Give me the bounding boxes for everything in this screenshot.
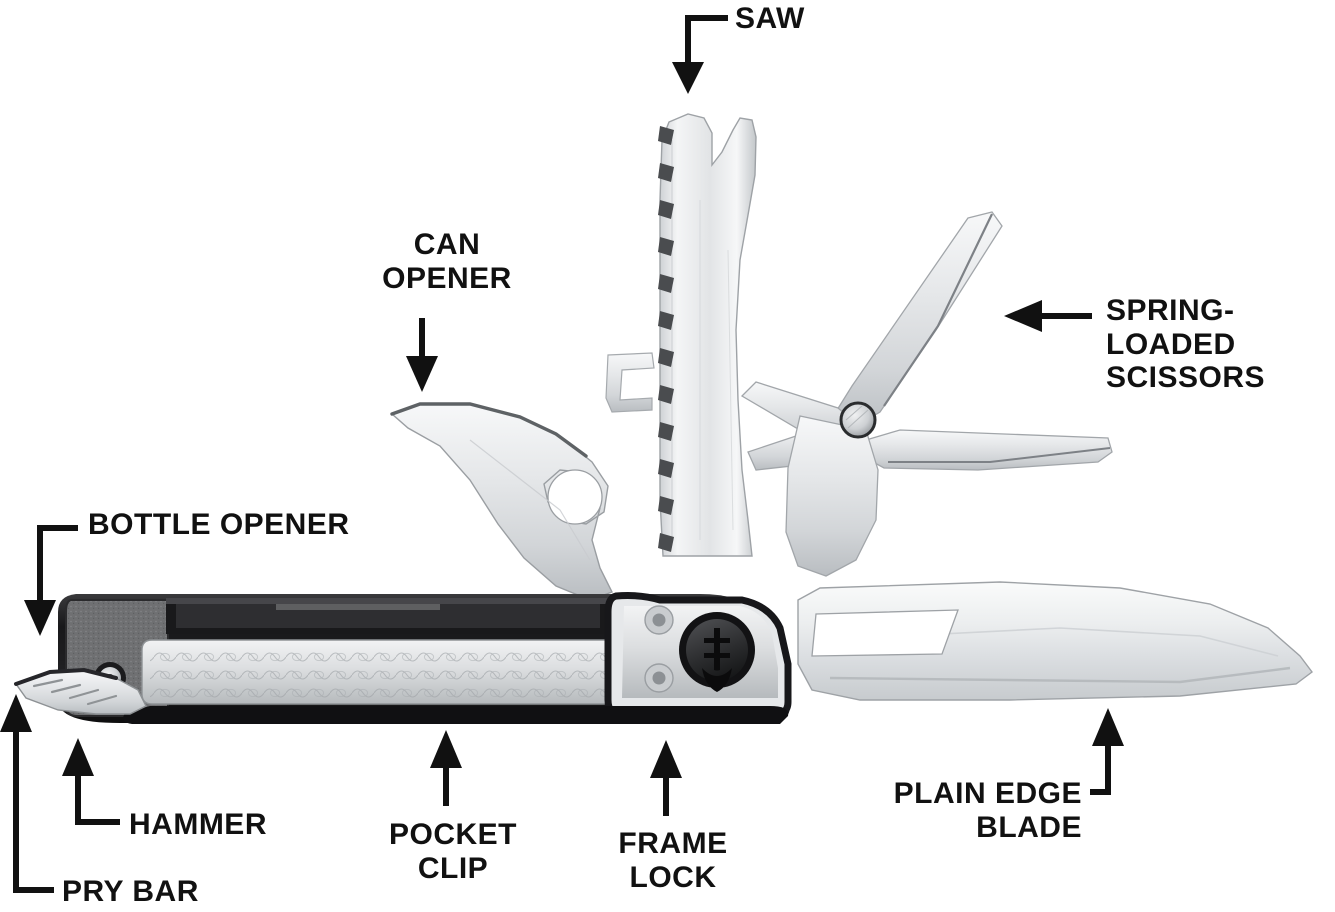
callout-label-pocket-clip: POCKET CLIP: [388, 818, 517, 885]
callout-label-bottle-opener: BOTTLE OPENER: [88, 508, 350, 541]
arrow-hammer: [62, 738, 120, 825]
arrow-pry-bar: [0, 694, 54, 893]
arrow-scissors: [1004, 300, 1092, 332]
handle-body: [58, 592, 792, 724]
arrow-plain-edge-blade: [1090, 708, 1124, 795]
scissors-tool: [740, 211, 1113, 577]
callout-label-hammer: HAMMER: [129, 808, 267, 841]
arrow-saw: [672, 15, 728, 94]
arrow-can-opener: [406, 318, 438, 392]
can-opener-tool: [390, 402, 613, 601]
plain-edge-blade-tool: [797, 581, 1313, 701]
pry-bar-hammer-tip: [14, 667, 147, 715]
callout-label-frame-lock: FRAME LOCK: [618, 827, 728, 894]
callout-label-spring-loaded-scissors: SPRING-LOADED SCISSORS: [1106, 294, 1266, 395]
gerber-logo-mark: [702, 628, 732, 692]
callout-label-can-opener: CAN OPENER: [382, 228, 512, 295]
callout-label-plain-edge-blade: PLAIN EDGE BLADE: [893, 777, 1082, 844]
arrow-pocket-clip: [430, 730, 462, 806]
callout-label-pry-bar: PRY BAR: [62, 875, 199, 908]
callout-label-saw: SAW: [735, 2, 805, 35]
callout-arrows: [0, 15, 1124, 893]
arrow-bottle-opener: [24, 525, 78, 636]
arrow-frame-lock: [650, 740, 682, 816]
saw-tool: [658, 113, 757, 557]
file-tool: [605, 352, 655, 413]
